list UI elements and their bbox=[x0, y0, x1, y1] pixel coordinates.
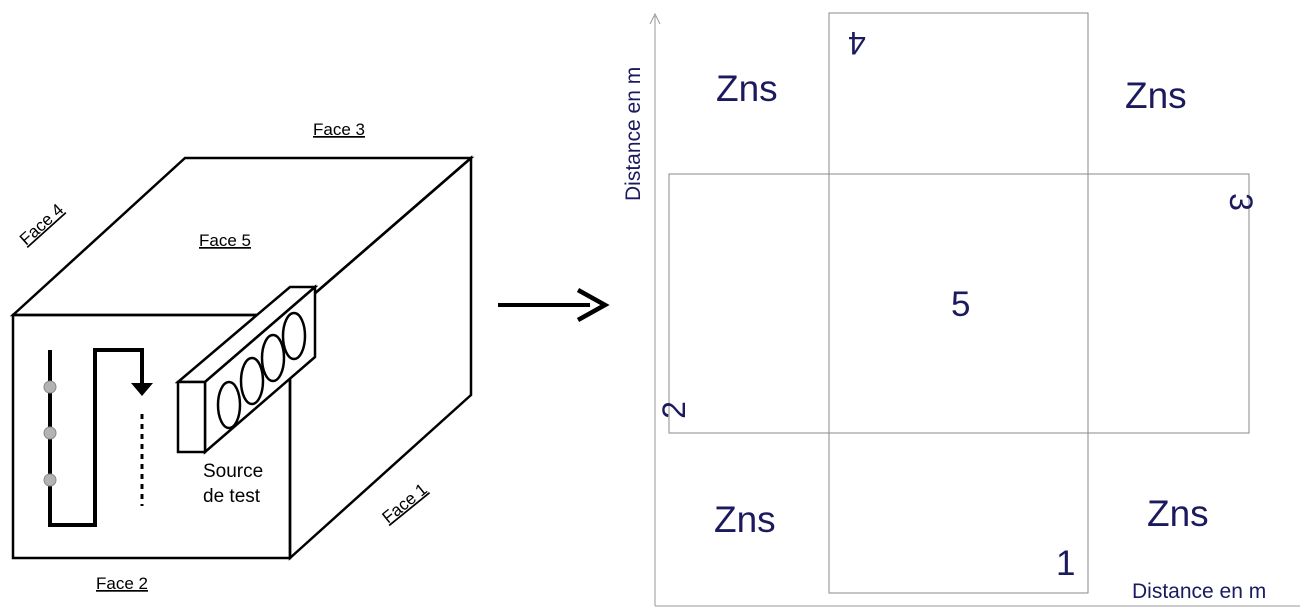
source-label-line1: Source bbox=[203, 461, 263, 482]
source-label-line2: de test bbox=[203, 486, 261, 507]
face3-number: 3 bbox=[1223, 193, 1259, 211]
zns-label-bottom-right: Zns bbox=[1147, 493, 1209, 534]
face3-cell bbox=[1087, 173, 1250, 434]
face4-number: 4 bbox=[848, 25, 866, 61]
measurement-point bbox=[43, 473, 57, 487]
arrow-right-icon bbox=[498, 288, 610, 322]
zns-label-bottom-left: Zns bbox=[714, 499, 776, 540]
zns-label-top-right: Zns bbox=[1125, 75, 1187, 116]
measurement-point bbox=[43, 426, 57, 440]
face5-number: 5 bbox=[951, 285, 970, 324]
face2-label: Face 2 bbox=[96, 574, 148, 593]
measurement-path bbox=[48, 348, 144, 527]
source-ring bbox=[239, 356, 265, 406]
face3-label: Face 3 bbox=[313, 120, 365, 139]
face5-label: Face 5 bbox=[199, 231, 251, 250]
source-bar-front bbox=[176, 380, 207, 454]
face1-cell bbox=[828, 432, 1089, 594]
face2-cell bbox=[668, 173, 830, 434]
zns-label-top-left: Zns bbox=[716, 68, 778, 109]
test-source bbox=[174, 284, 319, 455]
measurement-point bbox=[43, 380, 57, 394]
source-ring bbox=[216, 380, 242, 430]
y-axis-arrowhead-icon bbox=[649, 12, 661, 25]
face4-label: Face 4 bbox=[16, 200, 67, 249]
y-axis-label: Distance en m bbox=[622, 67, 645, 201]
unfolded-faces bbox=[668, 12, 1250, 594]
face1-number: 1 bbox=[1056, 544, 1075, 583]
face1-label: Face 1 bbox=[379, 480, 431, 527]
cube-right-face bbox=[288, 155, 473, 561]
source-ring bbox=[260, 333, 286, 383]
source-ring bbox=[281, 311, 307, 361]
axes bbox=[649, 12, 1300, 607]
face4-cell bbox=[828, 12, 1089, 175]
x-axis-label: Distance en m bbox=[1132, 580, 1266, 603]
cube-drawing bbox=[9, 155, 475, 561]
face2-number: 2 bbox=[656, 401, 692, 419]
arrow-down-icon bbox=[131, 383, 153, 396]
